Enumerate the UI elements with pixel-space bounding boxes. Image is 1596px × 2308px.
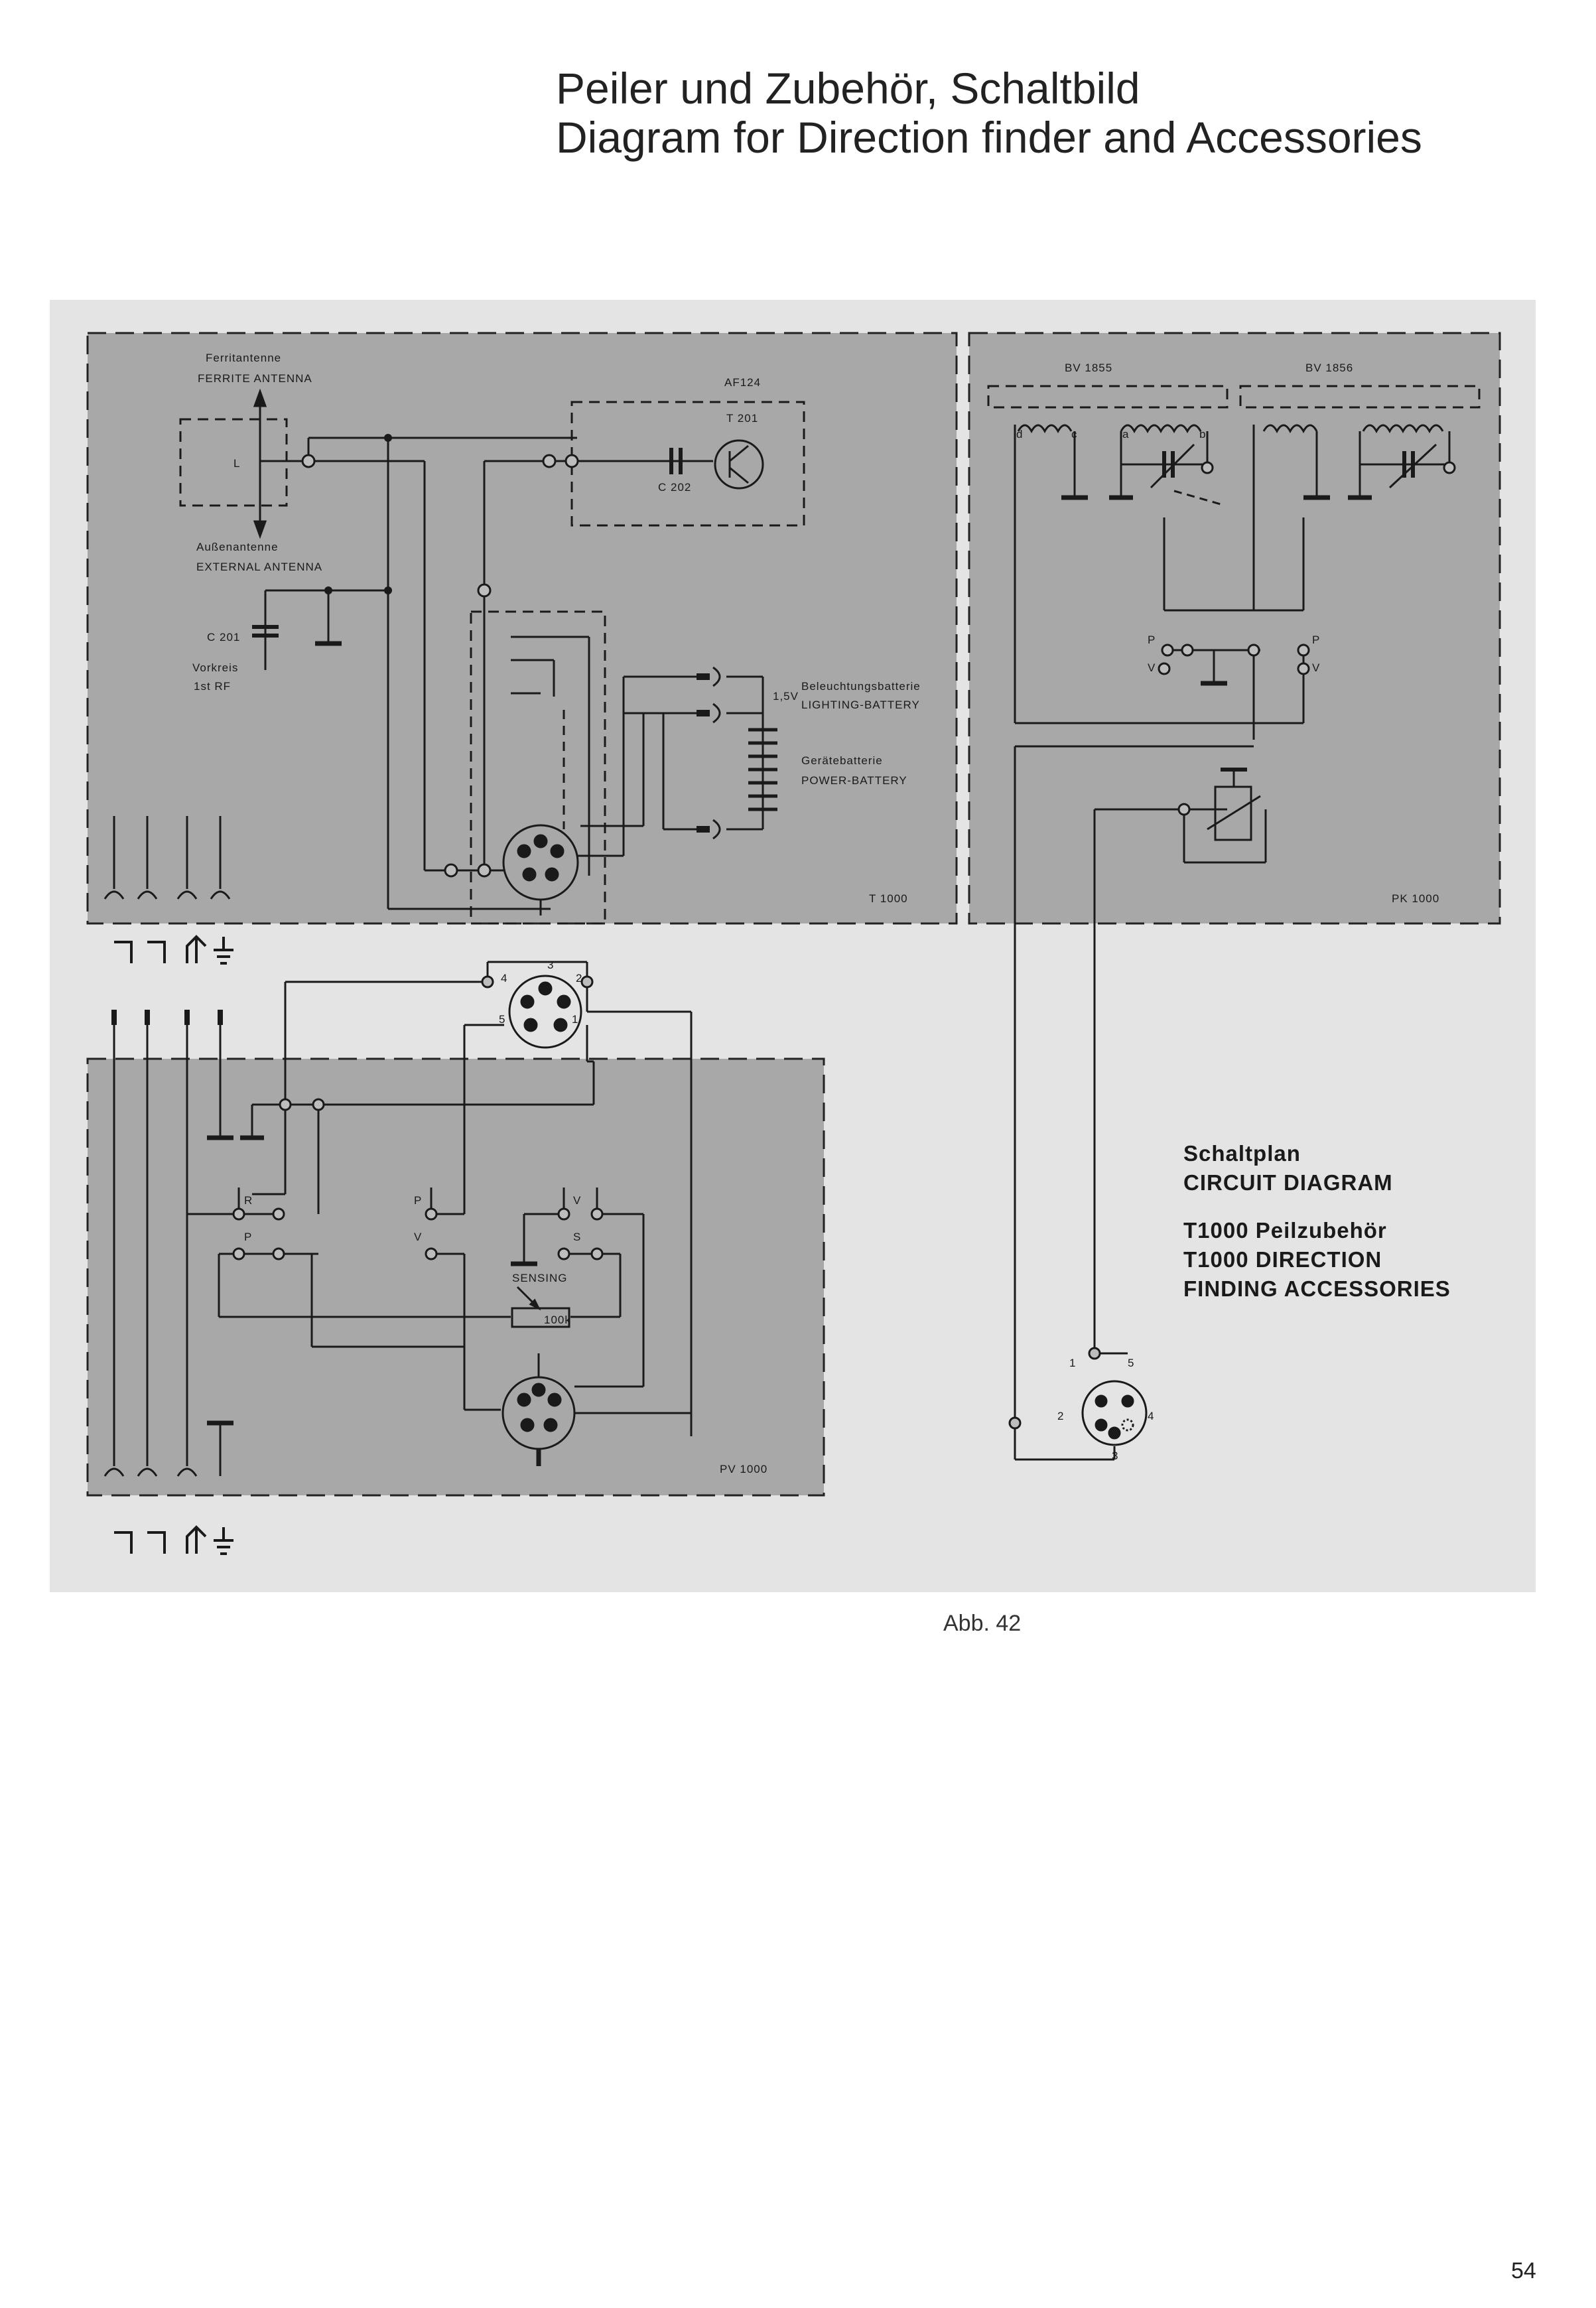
coil-terminal-b: b (1199, 428, 1206, 441)
pin-label-3-upper: 3 (547, 959, 554, 971)
switch-letter-v-right: V (1312, 661, 1320, 674)
panel-t1000 (86, 332, 958, 925)
title-german: Peiler und Zubehör, Schaltbild (556, 64, 1140, 113)
interconnect-terminals (481, 975, 1101, 1430)
pv1000-terminals (232, 1098, 604, 1260)
coil-terminal-d: d (1016, 428, 1023, 441)
legend-line-2: CIRCUIT DIAGRAM (1183, 1170, 1393, 1195)
title-english: Diagram for Direction finder and Accesso… (556, 113, 1422, 162)
coil-label: L (233, 457, 240, 470)
panel-pv1000 (86, 1057, 825, 1497)
t1000-wiring (103, 388, 805, 925)
antenna-symbols-top (114, 935, 233, 965)
panel-pk1000 (968, 332, 1501, 925)
pin-label-4-upper: 4 (501, 972, 507, 984)
page-title: Peiler und Zubehör, Schaltbild Diagram f… (556, 64, 1422, 162)
external-label-en: EXTERNAL ANTENNA (196, 561, 322, 573)
ferrite-label-en: FERRITE ANTENNA (198, 372, 312, 385)
pin-label-5-upper: 5 (499, 1013, 505, 1026)
switch-letter-p-right: P (1312, 634, 1320, 646)
first-rf-label: 1st RF (194, 680, 231, 693)
t1000-panel-name: T 1000 (869, 892, 908, 905)
legend-block: Schaltplan CIRCUIT DIAGRAM T1000 Peilzub… (1183, 1141, 1451, 1301)
t1000-labels: Ferritantenne FERRITE ANTENNA L Außenant… (192, 352, 921, 905)
switch-letter-p-mid: P (414, 1194, 422, 1207)
pin-label-4-right: 4 (1148, 1410, 1154, 1422)
pv1000-wiring (103, 1010, 691, 1477)
power-battery-label-de: Gerätebatterie (801, 754, 883, 767)
legend-line-5: FINDING ACCESSORIES (1183, 1276, 1451, 1301)
switch-letter-v-sense: V (573, 1194, 581, 1207)
switch-letter-v-mid: V (414, 1231, 422, 1243)
pin-label-1-right: 1 (1069, 1357, 1076, 1369)
coil-terminal-c: c (1071, 428, 1078, 441)
t1000-terminals (301, 454, 579, 878)
pin-label-2-upper: 2 (576, 972, 582, 984)
legend-line-1: Schaltplan (1183, 1141, 1301, 1166)
bv1856-label: BV 1856 (1305, 362, 1353, 374)
t201-label: T 201 (726, 412, 758, 425)
pin-label-3-right: 3 (1112, 1450, 1118, 1462)
page-number: 54 (1511, 2258, 1536, 2283)
pv1000-labels: R P P V V S SENSING 100k PV 1000 (244, 1194, 767, 1475)
coil-terminal-a: a (1122, 428, 1129, 441)
pk1000-wiring (987, 385, 1481, 864)
pk1000-terminals (1158, 461, 1456, 816)
c202-label: C 202 (658, 481, 691, 494)
lighting-battery-label-en: LIGHTING-BATTERY (801, 699, 920, 711)
plug-pin-labels: 3 4 2 5 1 1 5 2 4 3 (499, 959, 1154, 1462)
switch-letter-v-left: V (1148, 661, 1156, 674)
interconnect-wiring (284, 746, 1148, 1461)
c201-label: C 201 (207, 631, 240, 644)
af124-label: AF124 (724, 376, 761, 389)
pk1000-labels: BV 1855 BV 1856 PK 1000 d c a b P V P V (1016, 362, 1439, 905)
switch-letter-p-left: P (1148, 634, 1156, 646)
legend-line-3: T1000 Peilzubehör (1183, 1218, 1387, 1243)
bv1855-label: BV 1855 (1065, 362, 1112, 374)
pk1000-panel-name: PK 1000 (1392, 892, 1439, 905)
figure-caption: Abb. 42 (943, 1611, 1022, 1636)
potentiometer-label: 100k (544, 1314, 571, 1326)
vorkreis-label: Vorkreis (192, 661, 238, 674)
pin-label-5-right: 5 (1128, 1357, 1134, 1369)
switch-letter-r: R (244, 1194, 253, 1207)
external-label-de: Außenantenne (196, 541, 279, 553)
legend-line-4: T1000 DIRECTION (1183, 1247, 1382, 1272)
sensing-label: SENSING (512, 1272, 568, 1284)
switch-letter-s: S (573, 1231, 581, 1243)
ferrite-label-de: Ferritantenne (206, 352, 281, 364)
switch-letter-p: P (244, 1231, 252, 1243)
pv1000-panel-name: PV 1000 (720, 1463, 767, 1475)
pin-label-2-right: 2 (1057, 1410, 1064, 1422)
pin-label-1-upper: 1 (572, 1013, 578, 1026)
power-battery-label-en: POWER-BATTERY (801, 774, 907, 787)
antenna-symbols-bottom (114, 1525, 233, 1555)
lighting-battery-label-de: Beleuchtungsbatterie (801, 680, 921, 693)
voltage-label: 1,5V (773, 690, 799, 703)
